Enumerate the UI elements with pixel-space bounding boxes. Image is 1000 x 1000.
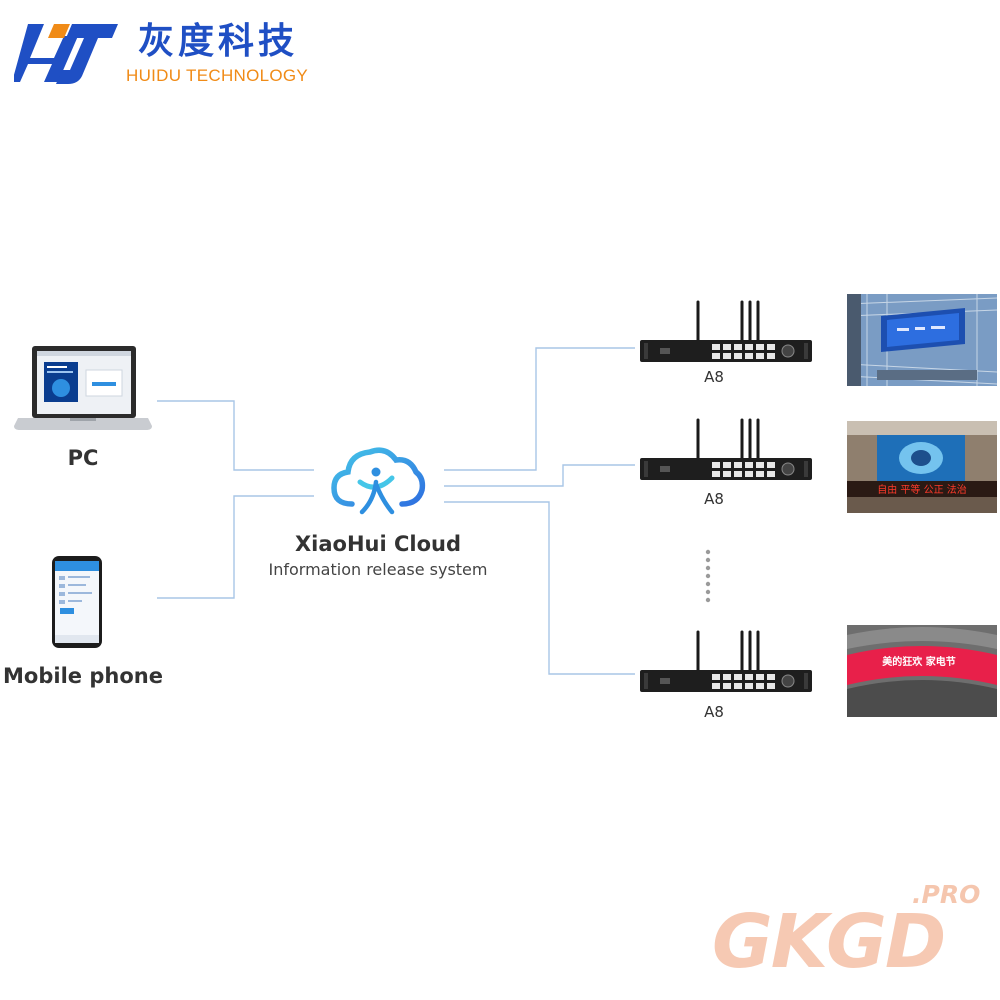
more-devices-dots — [705, 549, 711, 603]
curved-led-screen-photo: 美的狂欢 家电节 — [847, 625, 997, 717]
building-facade-led-screen-photo — [847, 294, 997, 386]
a8-controller-icon — [640, 418, 812, 480]
brand-name-cn: 灰度科技 — [138, 21, 299, 62]
smartphone-icon — [52, 556, 102, 648]
a8-controller-icon — [640, 300, 812, 362]
a8-label: A8 — [704, 490, 724, 508]
cloud-subtitle: Information release system — [268, 560, 488, 579]
cloud-title: XiaoHui Cloud — [294, 532, 462, 556]
laptop-icon — [14, 346, 152, 430]
brand-name-en: HUIDU TECHNOLOGY — [126, 66, 309, 85]
cloud-icon — [331, 447, 426, 515]
curved-screen-banner-text: 美的狂欢 家电节 — [882, 655, 955, 668]
watermark-suffix: .PRO — [912, 880, 981, 909]
storefront-banner-text: 自由 平等 公正 法治 — [877, 483, 967, 496]
mobile-phone-label: Mobile phone — [3, 664, 163, 688]
a8-controller-icon — [640, 630, 812, 692]
pc-label: PC — [67, 446, 99, 470]
a8-label: A8 — [704, 368, 724, 386]
watermark-main: GKGD — [712, 899, 946, 985]
huidu-logo-icon — [14, 24, 118, 84]
a8-label: A8 — [704, 703, 724, 721]
storefront-led-screen-photo: 自由 平等 公正 法治 — [847, 421, 997, 513]
